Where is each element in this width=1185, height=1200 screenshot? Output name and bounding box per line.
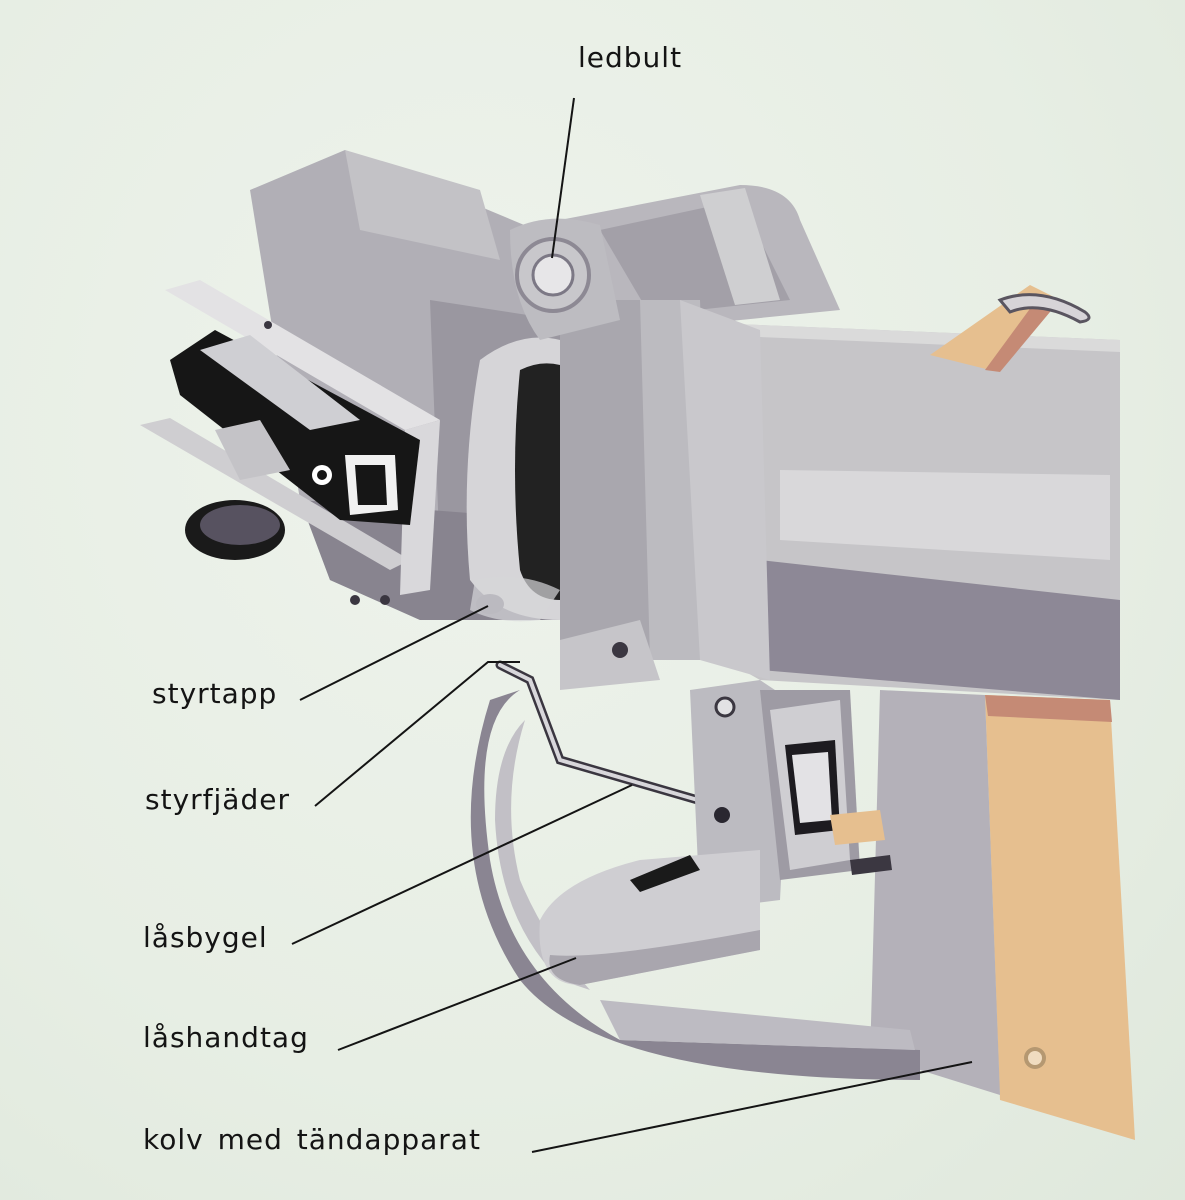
stock-top-stripe: [985, 695, 1112, 722]
barrel-shadow-band: [760, 560, 1120, 700]
leader-lasbygel: [291, 784, 633, 945]
top-plate: [165, 280, 440, 430]
leader-styrtapp: [299, 605, 489, 701]
label-styrtapp: styrtapp: [152, 677, 278, 710]
label-lasbygel: låsbygel: [143, 921, 268, 954]
lower-bracket: [560, 620, 660, 690]
label-kolv-med-tandapparat: kolv med tändapparat: [143, 1123, 481, 1156]
leader-styrfjader: [314, 661, 520, 807]
leader-ledbult: [551, 97, 575, 259]
barrel-highlight: [780, 470, 1110, 560]
grey-side-plate: [870, 690, 1000, 1095]
bottom-plate: [140, 418, 410, 570]
label-styrfjader: styrfjäder: [145, 783, 290, 816]
tan-stock-plate: [985, 695, 1135, 1140]
label-ledbult: ledbult: [578, 41, 683, 74]
label-lashandtag: låshandtag: [143, 1021, 309, 1054]
leader-kolv: [531, 1061, 973, 1153]
strap-clip: [997, 293, 1091, 324]
leader-lashandtag: [337, 957, 577, 1051]
